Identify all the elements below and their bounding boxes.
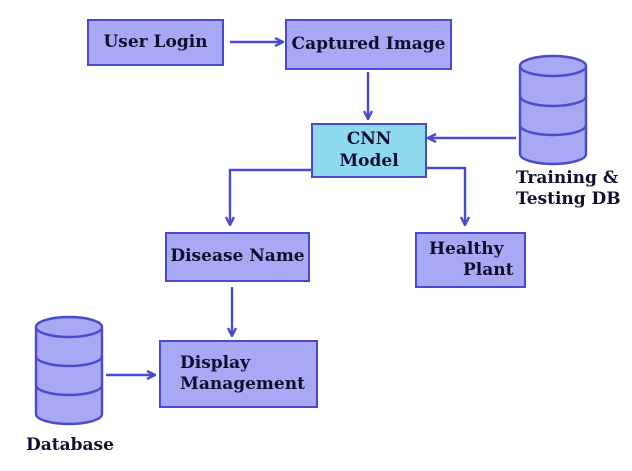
healthy-plant-node: Healthy Plant: [415, 232, 526, 288]
captured-image-node: Captured Image: [285, 19, 452, 70]
arrow-cnn-to-disease: [230, 168, 311, 224]
healthy-plant-label-line1: Healthy: [429, 238, 504, 259]
training-db-label-line1: Training &: [516, 168, 619, 188]
captured-image-label: Captured Image: [291, 33, 446, 54]
database-label: Database: [26, 435, 114, 455]
cnn-model-label-line1: CNN: [346, 129, 392, 150]
user-login-node: User Login: [87, 19, 224, 66]
training-db-cylinder-icon: [518, 54, 588, 166]
disease-name-node: Disease Name: [165, 232, 310, 282]
training-db-label-line2: Testing DB: [516, 189, 621, 210]
display-management-node: Display Management: [159, 340, 318, 408]
arrow-cnn-to-healthy: [427, 166, 465, 224]
cnn-model-label-line2: Model: [339, 150, 399, 171]
display-management-label-line2: Management: [180, 374, 305, 394]
disease-name-label: Disease Name: [170, 246, 305, 267]
healthy-plant-label-line2: Plant: [463, 260, 514, 280]
display-management-label-line1: Display: [180, 352, 251, 373]
database-cylinder-icon: [34, 315, 104, 426]
cnn-model-node: CNN Model: [311, 123, 427, 178]
training-db-label: Training & Testing DB: [516, 168, 621, 211]
user-login-label: User Login: [103, 31, 208, 52]
